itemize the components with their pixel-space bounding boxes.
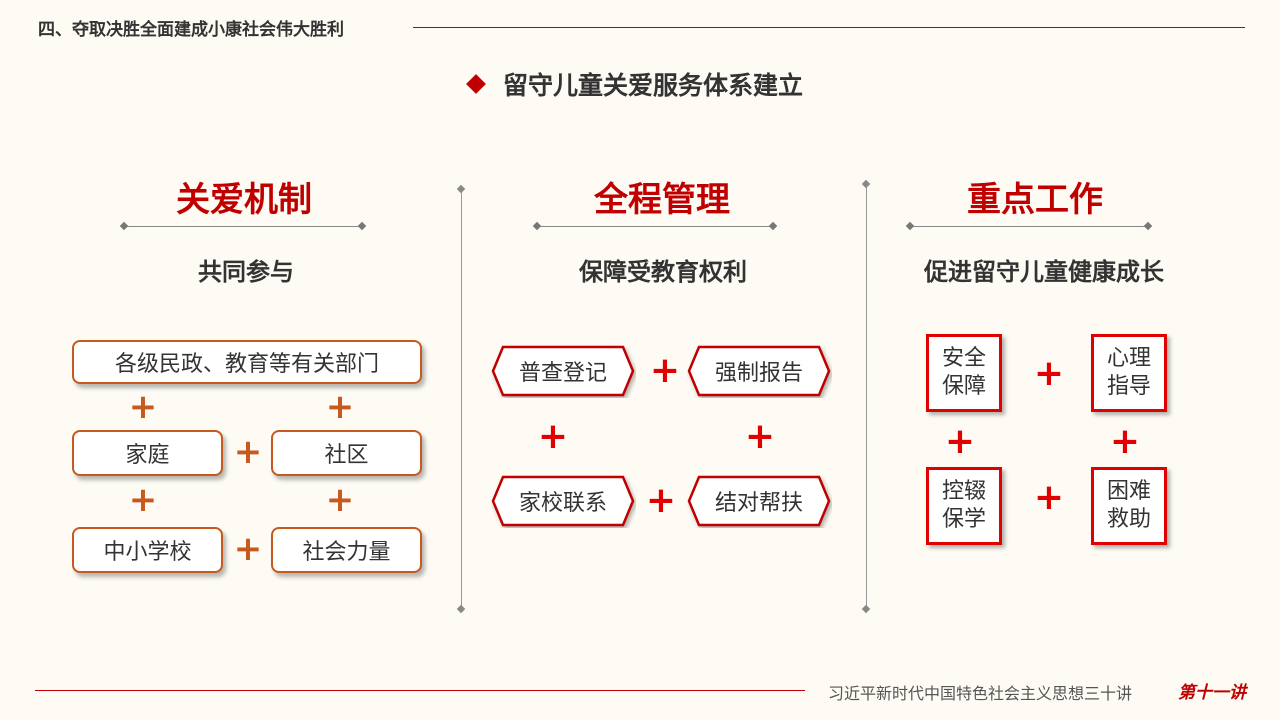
plus-icon: + [233,529,263,569]
main-title: 留守儿童关爱服务体系建立 [466,66,803,102]
box-government-departments: 各级民政、教育等有关部门 [72,340,422,384]
footer-divider [35,690,805,691]
col1-subheading: 共同参与 [198,258,294,286]
box-social-forces: 社会力量 [271,527,422,573]
plus-icon: + [325,387,355,427]
plus-icon: + [645,480,677,521]
plus-icon: + [128,387,158,427]
plus-icon: + [649,350,681,391]
box-family: 家庭 [72,430,223,476]
hex-box-home-school-contact: 家校联系 [490,474,636,528]
plus-icon: + [537,416,569,457]
col3-heading-rule [910,226,1148,227]
plus-icon: + [944,421,976,462]
hex-box-census-registration: 普查登记 [490,344,636,398]
col1-heading-rule [124,226,362,227]
diamond-bullet-icon [466,74,486,94]
box-dropout-control: 控辍保学 [926,467,1002,545]
box-hardship-relief: 困难救助 [1091,467,1167,545]
plus-icon: + [1033,353,1065,394]
plus-icon: + [744,416,776,457]
plus-icon: + [1033,477,1065,518]
column-divider-left [461,189,462,609]
col2-heading-rule [537,226,773,227]
box-safety-protection: 安全保障 [926,334,1002,412]
box-psychological-guidance: 心理指导 [1091,334,1167,412]
footer-lecture-number: 第十一讲 [1178,683,1246,703]
footer-series-title: 习近平新时代中国特色社会主义思想三十讲 [828,684,1133,703]
box-community: 社区 [271,430,422,476]
main-title-text: 留守儿童关爱服务体系建立 [503,71,804,100]
hex-box-paired-assistance: 结对帮扶 [686,474,832,528]
plus-icon: + [325,480,355,520]
section-title: 四、夺取决胜全面建成小康社会伟大胜利 [38,20,344,40]
col3-subheading: 促进留守儿童健康成长 [924,258,1164,286]
col2-heading: 全程管理 [594,180,730,220]
hex-box-mandatory-reporting: 强制报告 [686,344,832,398]
header-divider [413,27,1245,28]
column-divider-right [866,184,867,609]
plus-icon: + [1109,421,1141,462]
box-schools: 中小学校 [72,527,223,573]
col2-subheading: 保障受教育权利 [579,258,747,286]
plus-icon: + [233,432,263,472]
col3-heading: 重点工作 [967,180,1103,220]
col1-heading: 关爱机制 [176,180,312,220]
plus-icon: + [128,480,158,520]
